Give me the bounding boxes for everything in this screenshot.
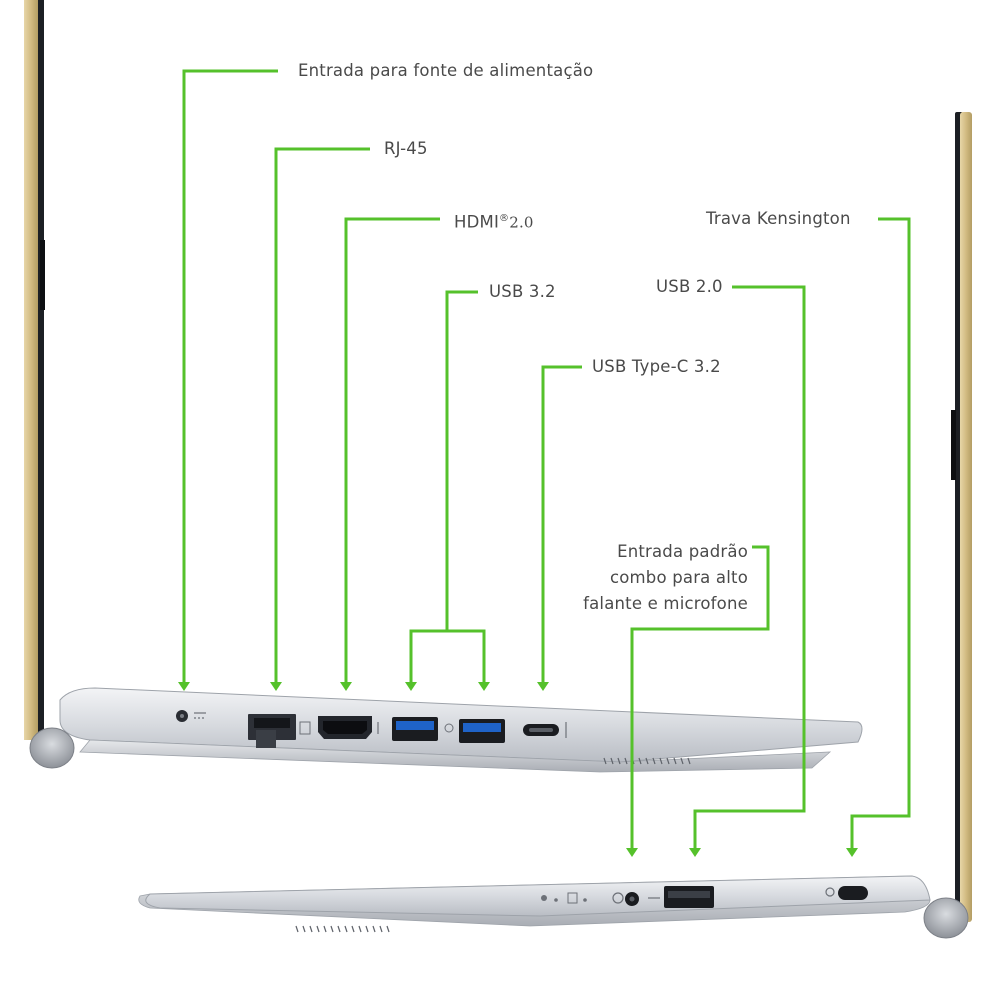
label-usb32: USB 3.2 xyxy=(489,282,556,301)
label-audio-line3: falante e microfone xyxy=(583,594,748,613)
kensington-lock-icon xyxy=(825,886,868,900)
label-audio: Entrada padrão combo para alto falante e… xyxy=(560,539,748,617)
vent-grille-bottom xyxy=(295,925,390,933)
usb3-port-icon xyxy=(392,717,505,743)
leader-power xyxy=(182,69,278,682)
power-port-icon xyxy=(176,710,206,722)
label-hdmi-version: 2.0 xyxy=(509,213,534,232)
right-lid-edge xyxy=(951,112,972,922)
left-lid-edge xyxy=(24,0,45,740)
label-audio-line2: combo para alto xyxy=(609,568,748,587)
label-power: Entrada para fonte de alimentação xyxy=(298,61,594,80)
label-usbc: USB Type-C 3.2 xyxy=(592,357,721,376)
leader-kensington xyxy=(850,217,911,848)
label-usb20: USB 2.0 xyxy=(656,277,723,296)
audio-jack-icon xyxy=(612,892,639,906)
label-audio-line1: Entrada padrão xyxy=(617,542,748,561)
laptop-right-side xyxy=(138,875,969,939)
leader-hdmi xyxy=(344,217,440,682)
leader-audio xyxy=(630,545,770,848)
hdmi-port-icon xyxy=(318,716,379,739)
leader-usbc xyxy=(541,365,582,682)
leader-usb20 xyxy=(693,285,806,848)
leader-usb32 xyxy=(445,290,478,631)
label-hdmi: HDMI®2.0 xyxy=(454,206,534,236)
leader-rj45 xyxy=(274,147,370,682)
leader-usb32-split xyxy=(409,629,486,682)
label-rj45: RJ-45 xyxy=(384,139,428,158)
usb2-port-icon xyxy=(648,886,714,908)
label-hdmi-reg: ® xyxy=(499,213,510,224)
label-hdmi-name: HDMI xyxy=(454,212,500,232)
label-kensington: Trava Kensington xyxy=(706,209,851,228)
rj45-port-icon xyxy=(248,714,311,748)
indicator-lights-icon xyxy=(541,892,587,904)
leader-lines xyxy=(182,69,911,848)
usbc-port-icon xyxy=(523,722,567,738)
arrow-down-icon xyxy=(178,682,858,857)
